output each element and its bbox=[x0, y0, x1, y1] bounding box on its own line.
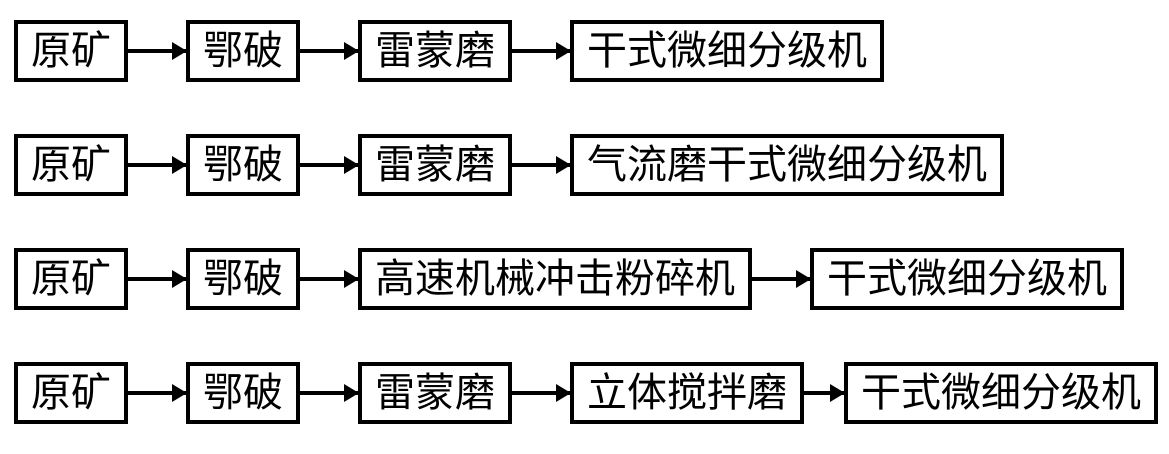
flow-box: 原矿 bbox=[14, 20, 128, 82]
flow-box-label: 雷蒙磨 bbox=[375, 28, 495, 73]
arrow-right-icon bbox=[300, 277, 358, 281]
arrow-right-icon bbox=[512, 49, 570, 53]
flow-box: 鄂破 bbox=[186, 362, 300, 424]
flow-box: 干式微细分级机 bbox=[844, 362, 1158, 424]
flow-box: 原矿 bbox=[14, 362, 128, 424]
arrow-right-icon bbox=[512, 391, 570, 395]
arrow-right-icon bbox=[128, 163, 186, 167]
flow-row-4: 原矿 鄂破 雷蒙磨 立体搅拌磨 干式微细分级机 bbox=[14, 362, 1169, 424]
flow-row-2: 原矿 鄂破 雷蒙磨 气流磨干式微细分级机 bbox=[14, 134, 1169, 196]
flow-box: 原矿 bbox=[14, 134, 128, 196]
flow-box: 立体搅拌磨 bbox=[570, 362, 804, 424]
flow-box-label: 干式微细分级机 bbox=[861, 370, 1141, 415]
flow-row-1: 原矿 鄂破 雷蒙磨 干式微细分级机 bbox=[14, 20, 1169, 82]
flow-box-label: 雷蒙磨 bbox=[375, 370, 495, 415]
arrow-right-icon bbox=[300, 391, 358, 395]
flow-box-label: 高速机械冲击粉碎机 bbox=[375, 256, 735, 301]
flow-row-3: 原矿 鄂破 高速机械冲击粉碎机 干式微细分级机 bbox=[14, 248, 1169, 310]
arrow-right-icon bbox=[752, 277, 810, 281]
arrow-right-icon bbox=[804, 391, 844, 395]
arrow-right-icon bbox=[128, 49, 186, 53]
flow-box-label: 干式微细分级机 bbox=[587, 28, 867, 73]
flow-box: 雷蒙磨 bbox=[358, 362, 512, 424]
flow-box-label: 原矿 bbox=[31, 142, 111, 187]
flow-box-label: 鄂破 bbox=[203, 28, 283, 73]
flow-box: 雷蒙磨 bbox=[358, 20, 512, 82]
flow-box-label: 雷蒙磨 bbox=[375, 142, 495, 187]
flow-box: 原矿 bbox=[14, 248, 128, 310]
flow-box: 高速机械冲击粉碎机 bbox=[358, 248, 752, 310]
flow-box: 鄂破 bbox=[186, 20, 300, 82]
flow-box: 干式微细分级机 bbox=[570, 20, 884, 82]
flow-box: 气流磨干式微细分级机 bbox=[570, 134, 1004, 196]
flow-box-label: 干式微细分级机 bbox=[827, 256, 1107, 301]
arrow-right-icon bbox=[300, 49, 358, 53]
flow-box: 鄂破 bbox=[186, 134, 300, 196]
flow-box-label: 鄂破 bbox=[203, 142, 283, 187]
arrow-right-icon bbox=[300, 163, 358, 167]
flow-box-label: 立体搅拌磨 bbox=[587, 370, 787, 415]
flow-box: 鄂破 bbox=[186, 248, 300, 310]
flow-box-label: 鄂破 bbox=[203, 370, 283, 415]
arrow-right-icon bbox=[128, 277, 186, 281]
arrow-right-icon bbox=[512, 163, 570, 167]
flow-box: 干式微细分级机 bbox=[810, 248, 1124, 310]
flow-box-label: 原矿 bbox=[31, 28, 111, 73]
flow-box-label: 气流磨干式微细分级机 bbox=[587, 142, 987, 187]
flow-box-label: 原矿 bbox=[31, 370, 111, 415]
arrow-right-icon bbox=[128, 391, 186, 395]
flow-box: 雷蒙磨 bbox=[358, 134, 512, 196]
flow-box-label: 鄂破 bbox=[203, 256, 283, 301]
flow-box-label: 原矿 bbox=[31, 256, 111, 301]
